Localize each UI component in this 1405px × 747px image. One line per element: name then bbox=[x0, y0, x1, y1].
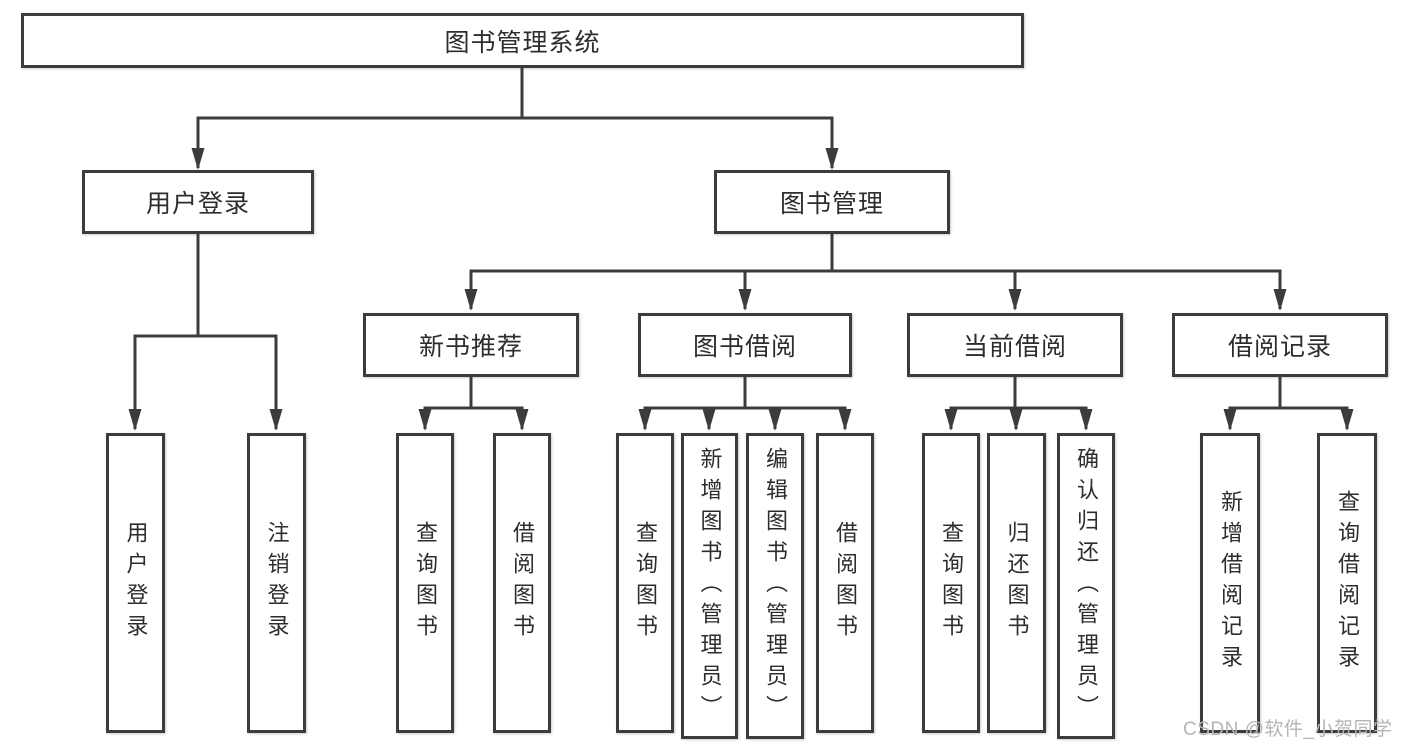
node-book-borrow: 图书借阅 bbox=[638, 313, 852, 377]
node-user-login-label: 用户登录 bbox=[145, 190, 250, 218]
leaf-borrow-edit-books-admin-label: 编辑图书（管理员） bbox=[763, 446, 788, 726]
connector-mgmt-new-book bbox=[464, 234, 834, 311]
node-root: 图书管理系统 bbox=[21, 13, 1024, 68]
connector-mgmt-borrow bbox=[738, 234, 834, 311]
leaf-records-query-record: 查询借阅记录 bbox=[1317, 433, 1377, 733]
leaf-borrow-edit-books-admin: 编辑图书（管理员） bbox=[746, 433, 804, 739]
leaf-borrow-query-books: 查询图书 bbox=[616, 433, 674, 733]
leaf-logout: 注销登录 bbox=[247, 433, 306, 733]
leaf-newbook-query-books-label: 查询图书 bbox=[413, 521, 438, 645]
leaf-records-add-record: 新增借阅记录 bbox=[1200, 433, 1260, 733]
csdn-watermark: CSDN @软件_小贺同学 bbox=[1183, 719, 1393, 740]
node-book-management: 图书管理 bbox=[714, 170, 950, 234]
node-borrow-records-label: 借阅记录 bbox=[1227, 333, 1332, 361]
connector-login-leaf2 bbox=[196, 234, 283, 431]
connector-root-book-management bbox=[520, 68, 839, 170]
node-book-borrow-label: 图书借阅 bbox=[692, 333, 797, 361]
connector-current-leaf2 bbox=[1009, 377, 1023, 431]
connector-root-user-login bbox=[191, 68, 524, 170]
leaf-current-query-books: 查询图书 bbox=[922, 433, 980, 733]
connector-records-leaf2 bbox=[1278, 377, 1354, 431]
leaf-current-return-books-label: 归还图书 bbox=[1004, 521, 1030, 645]
leaf-current-confirm-return-admin-label: 确认归还（管理员） bbox=[1074, 446, 1099, 726]
leaf-records-add-record-label: 新增借阅记录 bbox=[1218, 490, 1243, 676]
connector-borrow-leaf4 bbox=[743, 377, 852, 431]
leaf-user-login: 用户登录 bbox=[106, 433, 165, 733]
node-new-book-recommend: 新书推荐 bbox=[363, 313, 579, 377]
node-new-book-recommend-label: 新书推荐 bbox=[418, 333, 523, 361]
connector-current-leaf1 bbox=[944, 377, 1017, 431]
connector-current-leaf3 bbox=[1013, 377, 1093, 431]
node-root-label: 图书管理系统 bbox=[444, 28, 601, 57]
leaf-borrow-add-books-admin: 新增图书（管理员） bbox=[681, 433, 738, 739]
connector-records-leaf1 bbox=[1223, 377, 1282, 431]
connector-newbook-leaf2 bbox=[469, 377, 529, 431]
node-borrow-records: 借阅记录 bbox=[1172, 313, 1388, 377]
connector-login-leaf1 bbox=[128, 234, 200, 431]
node-user-login: 用户登录 bbox=[82, 170, 314, 234]
leaf-user-login-label: 用户登录 bbox=[123, 521, 149, 645]
connector-borrow-leaf2 bbox=[702, 377, 747, 431]
leaf-borrow-add-books-admin-label: 新增图书（管理员） bbox=[697, 446, 723, 726]
leaf-newbook-borrow-books: 借阅图书 bbox=[493, 433, 551, 733]
connector-borrow-leaf3 bbox=[743, 377, 782, 431]
leaf-current-query-books-label: 查询图书 bbox=[939, 521, 964, 645]
connector-mgmt-current bbox=[830, 234, 1022, 311]
node-book-management-label: 图书管理 bbox=[779, 190, 884, 218]
leaf-records-query-record-label: 查询借阅记录 bbox=[1335, 490, 1360, 676]
connector-newbook-leaf1 bbox=[418, 377, 473, 431]
connector-mgmt-records bbox=[830, 234, 1287, 311]
leaf-borrow-query-books-label: 查询图书 bbox=[633, 521, 658, 645]
leaf-borrow-borrow-books: 借阅图书 bbox=[816, 433, 874, 733]
leaf-borrow-borrow-books-label: 借阅图书 bbox=[833, 521, 858, 645]
leaf-newbook-query-books: 查询图书 bbox=[396, 433, 454, 733]
node-current-borrow: 当前借阅 bbox=[907, 313, 1123, 377]
leaf-current-confirm-return-admin: 确认归还（管理员） bbox=[1057, 433, 1115, 739]
leaf-newbook-borrow-books-label: 借阅图书 bbox=[510, 521, 535, 645]
leaf-logout-label: 注销登录 bbox=[264, 521, 290, 645]
node-current-borrow-label: 当前借阅 bbox=[962, 333, 1067, 361]
connector-borrow-leaf1 bbox=[638, 377, 747, 431]
leaf-current-return-books: 归还图书 bbox=[987, 433, 1046, 733]
